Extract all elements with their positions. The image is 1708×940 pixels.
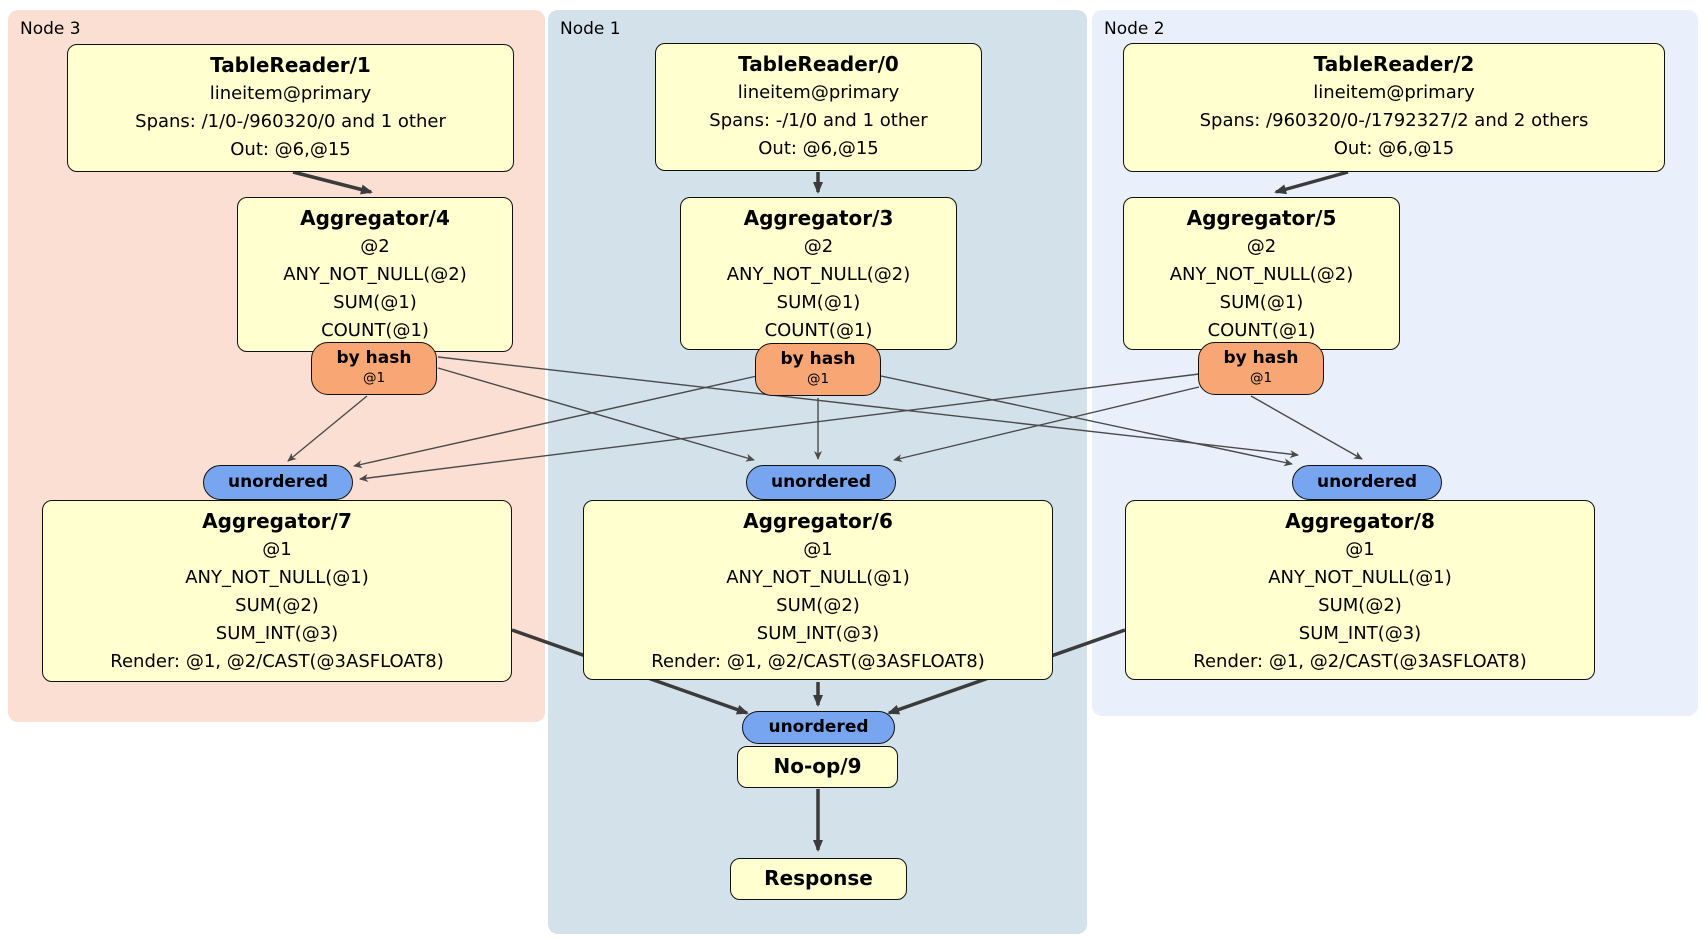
- processor-aggregator-3: Aggregator/3 @2 ANY_NOT_NULL(@2) SUM(@1)…: [680, 197, 957, 350]
- sync-unordered-7: unordered: [203, 465, 353, 500]
- processor-agg-fn: ANY_NOT_NULL(@1): [185, 567, 369, 588]
- processor-agg-fn: ANY_NOT_NULL(@2): [1169, 264, 1354, 285]
- router-detail: @1: [806, 371, 830, 387]
- processor-agg-fn: SUM(@1): [333, 292, 417, 313]
- sync-label: unordered: [1316, 472, 1418, 492]
- processor-aggregator-6: Aggregator/6 @1 ANY_NOT_NULL(@1) SUM(@2)…: [583, 500, 1053, 680]
- processor-agg-fn: SUM(@1): [776, 292, 861, 313]
- sync-label: unordered: [227, 472, 329, 492]
- processor-tablereader-1: TableReader/1 lineitem@primary Spans: /1…: [67, 44, 514, 172]
- processor-group-cols: @2: [360, 236, 390, 257]
- processor-agg-fn: COUNT(@1): [764, 320, 873, 341]
- processor-index: lineitem@primary: [737, 82, 900, 103]
- processor-index: lineitem@primary: [209, 83, 372, 104]
- processor-title: No-op/9: [773, 754, 862, 778]
- sync-label: unordered: [770, 472, 872, 492]
- processor-group-cols: @2: [1246, 236, 1277, 257]
- processor-render: Render: @1, @2/CAST(@3ASFLOAT8): [1193, 651, 1527, 672]
- sync-label: unordered: [768, 717, 869, 737]
- processor-agg-fn: SUM_INT(@3): [756, 623, 880, 644]
- processor-agg-fn: SUM(@2): [776, 595, 860, 616]
- processor-aggregator-8: Aggregator/8 @1 ANY_NOT_NULL(@1) SUM(@2)…: [1125, 500, 1595, 680]
- router-label: by hash: [1223, 348, 1299, 368]
- processor-title: TableReader/0: [738, 52, 899, 76]
- processor-agg-fn: SUM_INT(@3): [215, 623, 339, 644]
- processor-noop-9: No-op/9: [737, 746, 898, 788]
- processor-spans: Spans: -/1/0 and 1 other: [709, 110, 928, 131]
- processor-spans: Spans: /1/0-/960320/0 and 1 other: [135, 111, 446, 132]
- processor-agg-fn: SUM(@2): [1318, 595, 1402, 616]
- panel-node3-label: Node 3: [20, 19, 81, 39]
- processor-agg-fn: COUNT(@1): [321, 320, 429, 341]
- processor-agg-fn: ANY_NOT_NULL(@1): [1268, 567, 1452, 588]
- sync-unordered-6: unordered: [746, 465, 896, 500]
- router-detail: @1: [362, 370, 386, 386]
- processor-tablereader-2: TableReader/2 lineitem@primary Spans: /9…: [1123, 43, 1665, 172]
- router-label: by hash: [780, 349, 856, 369]
- processor-title: Response: [764, 866, 873, 890]
- processor-group-cols: @1: [803, 539, 833, 560]
- processor-title: Aggregator/4: [300, 206, 450, 230]
- processor-agg-fn: SUM(@2): [235, 595, 319, 616]
- processor-out: Out: @6,@15: [758, 138, 879, 159]
- processor-response: Response: [730, 858, 907, 900]
- processor-title: Aggregator/8: [1285, 509, 1435, 533]
- processor-render: Render: @1, @2/CAST(@3ASFLOAT8): [651, 651, 985, 672]
- processor-agg-fn: ANY_NOT_NULL(@2): [283, 264, 467, 285]
- processor-title: TableReader/1: [210, 53, 371, 77]
- panel-node1-label: Node 1: [560, 19, 621, 39]
- sync-unordered-final: unordered: [742, 711, 895, 744]
- router-detail: @1: [1249, 370, 1273, 386]
- processor-aggregator-4: Aggregator/4 @2 ANY_NOT_NULL(@2) SUM(@1)…: [237, 197, 513, 352]
- processor-group-cols: @1: [1345, 539, 1375, 560]
- processor-render: Render: @1, @2/CAST(@3ASFLOAT8): [110, 651, 444, 672]
- processor-index: lineitem@primary: [1313, 82, 1475, 103]
- sync-unordered-8: unordered: [1292, 465, 1442, 500]
- processor-out: Out: @6,@15: [230, 139, 351, 160]
- processor-agg-fn: SUM(@1): [1219, 292, 1304, 313]
- router-by-hash-3: by hash @1: [755, 343, 881, 396]
- router-label: by hash: [336, 348, 412, 368]
- processor-aggregator-5: Aggregator/5 @2 ANY_NOT_NULL(@2) SUM(@1)…: [1123, 197, 1400, 350]
- processor-group-cols: @2: [803, 236, 834, 257]
- router-by-hash-4: by hash @1: [311, 342, 437, 395]
- processor-spans: Spans: /960320/0-/1792327/2 and 2 others: [1199, 110, 1589, 131]
- processor-title: Aggregator/3: [743, 206, 894, 230]
- processor-out: Out: @6,@15: [1333, 138, 1455, 159]
- processor-agg-fn: ANY_NOT_NULL(@1): [726, 567, 910, 588]
- processor-title: TableReader/2: [1313, 52, 1475, 76]
- processor-agg-fn: COUNT(@1): [1207, 320, 1316, 341]
- processor-tablereader-0: TableReader/0 lineitem@primary Spans: -/…: [655, 43, 982, 171]
- processor-agg-fn: ANY_NOT_NULL(@2): [726, 264, 911, 285]
- processor-agg-fn: SUM_INT(@3): [1298, 623, 1422, 644]
- router-by-hash-5: by hash @1: [1198, 342, 1324, 395]
- processor-title: Aggregator/6: [743, 509, 893, 533]
- processor-group-cols: @1: [262, 539, 292, 560]
- processor-title: Aggregator/5: [1186, 206, 1337, 230]
- processor-title: Aggregator/7: [202, 509, 352, 533]
- panel-node2-label: Node 2: [1104, 19, 1165, 39]
- processor-aggregator-7: Aggregator/7 @1 ANY_NOT_NULL(@1) SUM(@2)…: [42, 500, 512, 682]
